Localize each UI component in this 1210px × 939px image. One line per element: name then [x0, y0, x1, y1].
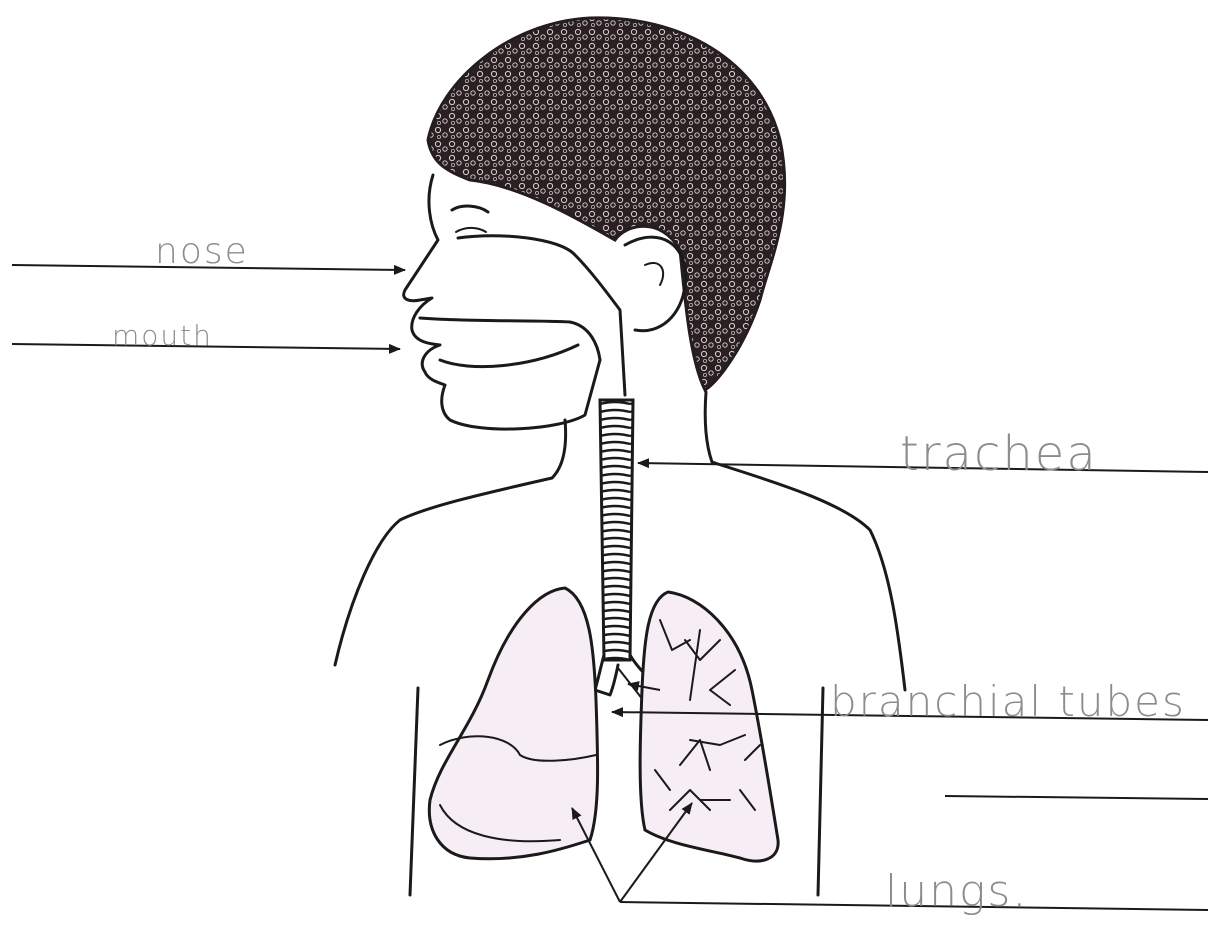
body-side-left: [410, 688, 418, 895]
hair: [428, 18, 785, 390]
neck-front: [552, 420, 566, 478]
label-lungs: lungs.: [885, 866, 1028, 917]
nasal-cavity: [458, 236, 625, 395]
lungs-leader-left: [572, 808, 620, 902]
trachea: [600, 400, 633, 660]
blank-label-line: [945, 796, 1208, 799]
oral-cavity-lower: [440, 345, 578, 367]
body-side-right: [818, 688, 823, 895]
label-bronchial-tubes: branchial tubes: [830, 677, 1186, 726]
neck-back: [705, 392, 712, 462]
label-nose: nose: [155, 231, 249, 272]
ear: [625, 237, 686, 331]
label-trachea: trachea: [900, 426, 1098, 482]
lung-right: [640, 592, 778, 861]
ear-inner: [645, 263, 663, 285]
oral-cavity-upper: [420, 318, 600, 360]
label-mouth: mouth: [112, 319, 213, 352]
eye: [452, 206, 488, 212]
eye-detail: [456, 228, 486, 232]
lung-left: [429, 588, 597, 859]
